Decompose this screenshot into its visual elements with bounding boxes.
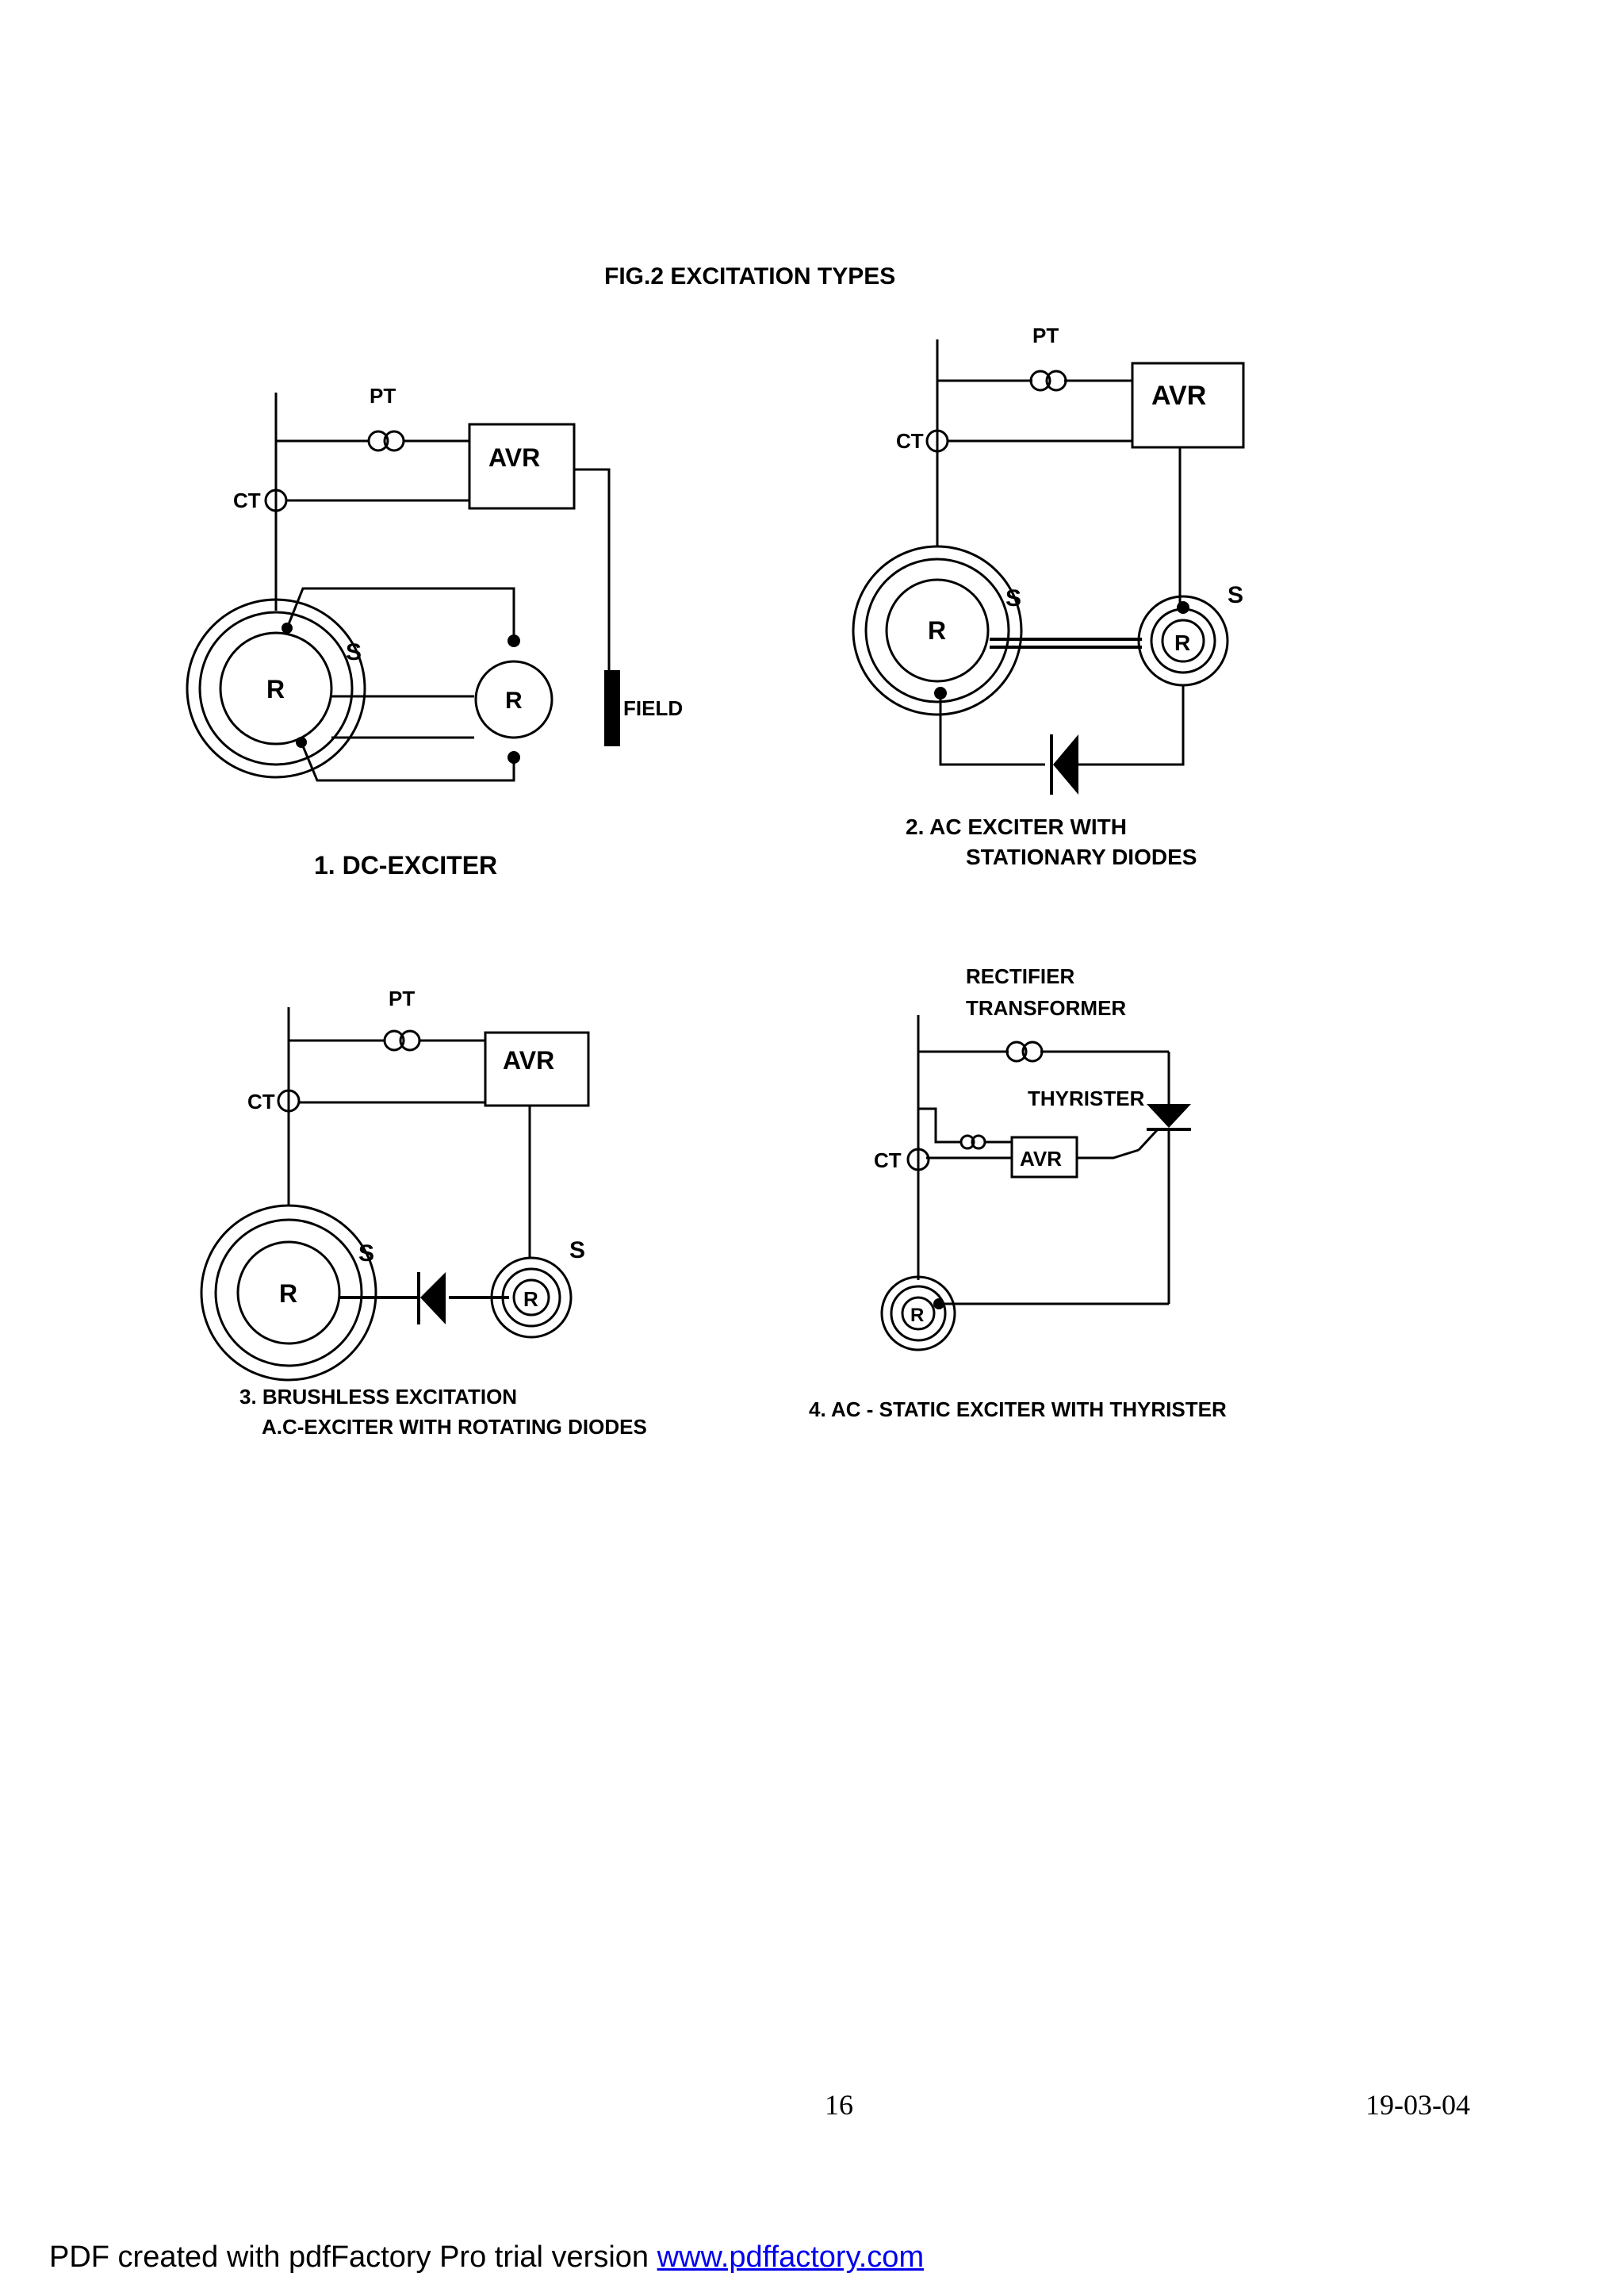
- stator-ring: [186, 598, 366, 779]
- stator-ring: [852, 545, 1023, 716]
- panel-ac-exciter-stationary: PT AVR CT R S R S 2. AC EXCITER WITH STA…: [852, 324, 1245, 869]
- page-date: 19-03-04: [1365, 2089, 1470, 2121]
- panel-dc-exciter: PT AVR FIELD CT R S R 1. DC-EXCITER: [186, 384, 683, 880]
- caption-panel-3-line-1: 3. BRUSHLESS EXCITATION: [239, 1385, 517, 1409]
- stator-exciter-label: S: [569, 1237, 585, 1263]
- stator-ring-inner: [198, 611, 354, 766]
- caption-panel-2-line-2: STATIONARY DIODES: [966, 845, 1197, 869]
- stator-ring-inner: [864, 558, 1010, 703]
- pt-label: PT: [389, 987, 415, 1010]
- rotor-main-label: R: [279, 1279, 297, 1308]
- ct-label: CT: [247, 1090, 275, 1114]
- figure-title: FIG.2 EXCITATION TYPES: [604, 263, 895, 289]
- page-number: 16: [825, 2089, 853, 2121]
- transformer-label-line-1: RECTIFIER: [966, 964, 1074, 988]
- ct-symbol: [277, 1089, 301, 1113]
- stator-main-label: S: [358, 1240, 374, 1267]
- rotor-main-label: R: [928, 616, 946, 645]
- pt-label: PT: [370, 384, 396, 408]
- pdf-creator-banner: PDF created with pdfFactory Pro trial ve…: [49, 2240, 924, 2275]
- rotor: [901, 1296, 936, 1331]
- avr-box: [484, 1031, 590, 1107]
- rotor-main: [236, 1240, 341, 1345]
- pt-transformer-icon: [383, 1029, 421, 1052]
- pt-small-icon: [959, 1134, 986, 1150]
- rotor-exciter: [512, 1278, 550, 1317]
- avr-box: [468, 423, 576, 510]
- pdf-banner-text: PDF created with pdfFactory Pro trial ve…: [49, 2240, 657, 2274]
- caption-panel-2-line-1: 2. AC EXCITER WITH: [906, 815, 1127, 839]
- rotor-exciter: [474, 660, 553, 739]
- stator-label: S: [346, 639, 362, 665]
- panel-ac-static-exciter: RECTIFIER TRANSFORMER THYRISTER AVR CT: [809, 964, 1227, 1421]
- rotor-exciter-label: R: [523, 1287, 538, 1311]
- rotor-main-label: R: [266, 675, 285, 703]
- stator-ring-inner: [214, 1218, 363, 1367]
- ct-symbol: [925, 429, 949, 453]
- avr-label: AVR: [503, 1046, 554, 1075]
- thyrister-label: THYRISTER: [1028, 1087, 1145, 1110]
- caption-panel-1: 1. DC-EXCITER: [314, 851, 497, 880]
- ct-symbol: [906, 1148, 930, 1171]
- pdffactory-link[interactable]: www.pdffactory.com: [657, 2240, 925, 2274]
- stator-ring: [880, 1275, 956, 1351]
- stator-ring: [200, 1204, 377, 1382]
- caption-panel-4: 4. AC - STATIC EXCITER WITH THYRISTER: [809, 1397, 1227, 1421]
- avr-label: AVR: [1020, 1147, 1062, 1171]
- ct-label: CT: [874, 1148, 902, 1172]
- rotor-exciter: [1161, 619, 1205, 663]
- panel-brushless-excitation: PT AVR CT R S R S 3. BRUSHLESS EXCITATIO…: [200, 987, 647, 1439]
- thyrister-icon: [1137, 1104, 1191, 1152]
- rotor-main: [885, 578, 990, 683]
- field-winding: [604, 670, 620, 746]
- pt-label: PT: [1032, 324, 1059, 347]
- rotor-exciter-label: R: [1174, 631, 1190, 655]
- avr-label: AVR: [1151, 381, 1206, 411]
- field-label: FIELD: [623, 696, 683, 720]
- stator-exciter-ring: [490, 1256, 573, 1339]
- rotor-exciter-label: R: [505, 688, 523, 714]
- stator-main-label: S: [1005, 585, 1021, 611]
- avr-label: AVR: [488, 443, 540, 472]
- pt-transformer-icon: [367, 430, 405, 452]
- transformer-label-line-2: TRANSFORMER: [966, 996, 1126, 1020]
- rotor-label: R: [910, 1305, 924, 1326]
- ct-label: CT: [896, 429, 924, 453]
- stator-exciter-label: S: [1228, 582, 1243, 608]
- rotating-diode-icon: [417, 1272, 446, 1324]
- pt-transformer-icon: [1029, 370, 1067, 392]
- rotor-main: [219, 631, 333, 746]
- ct-symbol: [264, 489, 288, 512]
- avr-box: [1131, 362, 1245, 449]
- diode-icon: [1050, 734, 1078, 795]
- rectifier-transformer-icon: [1005, 1041, 1044, 1063]
- ct-label: CT: [233, 489, 261, 512]
- caption-panel-3-line-2: A.C-EXCITER WITH ROTATING DIODES: [262, 1415, 647, 1439]
